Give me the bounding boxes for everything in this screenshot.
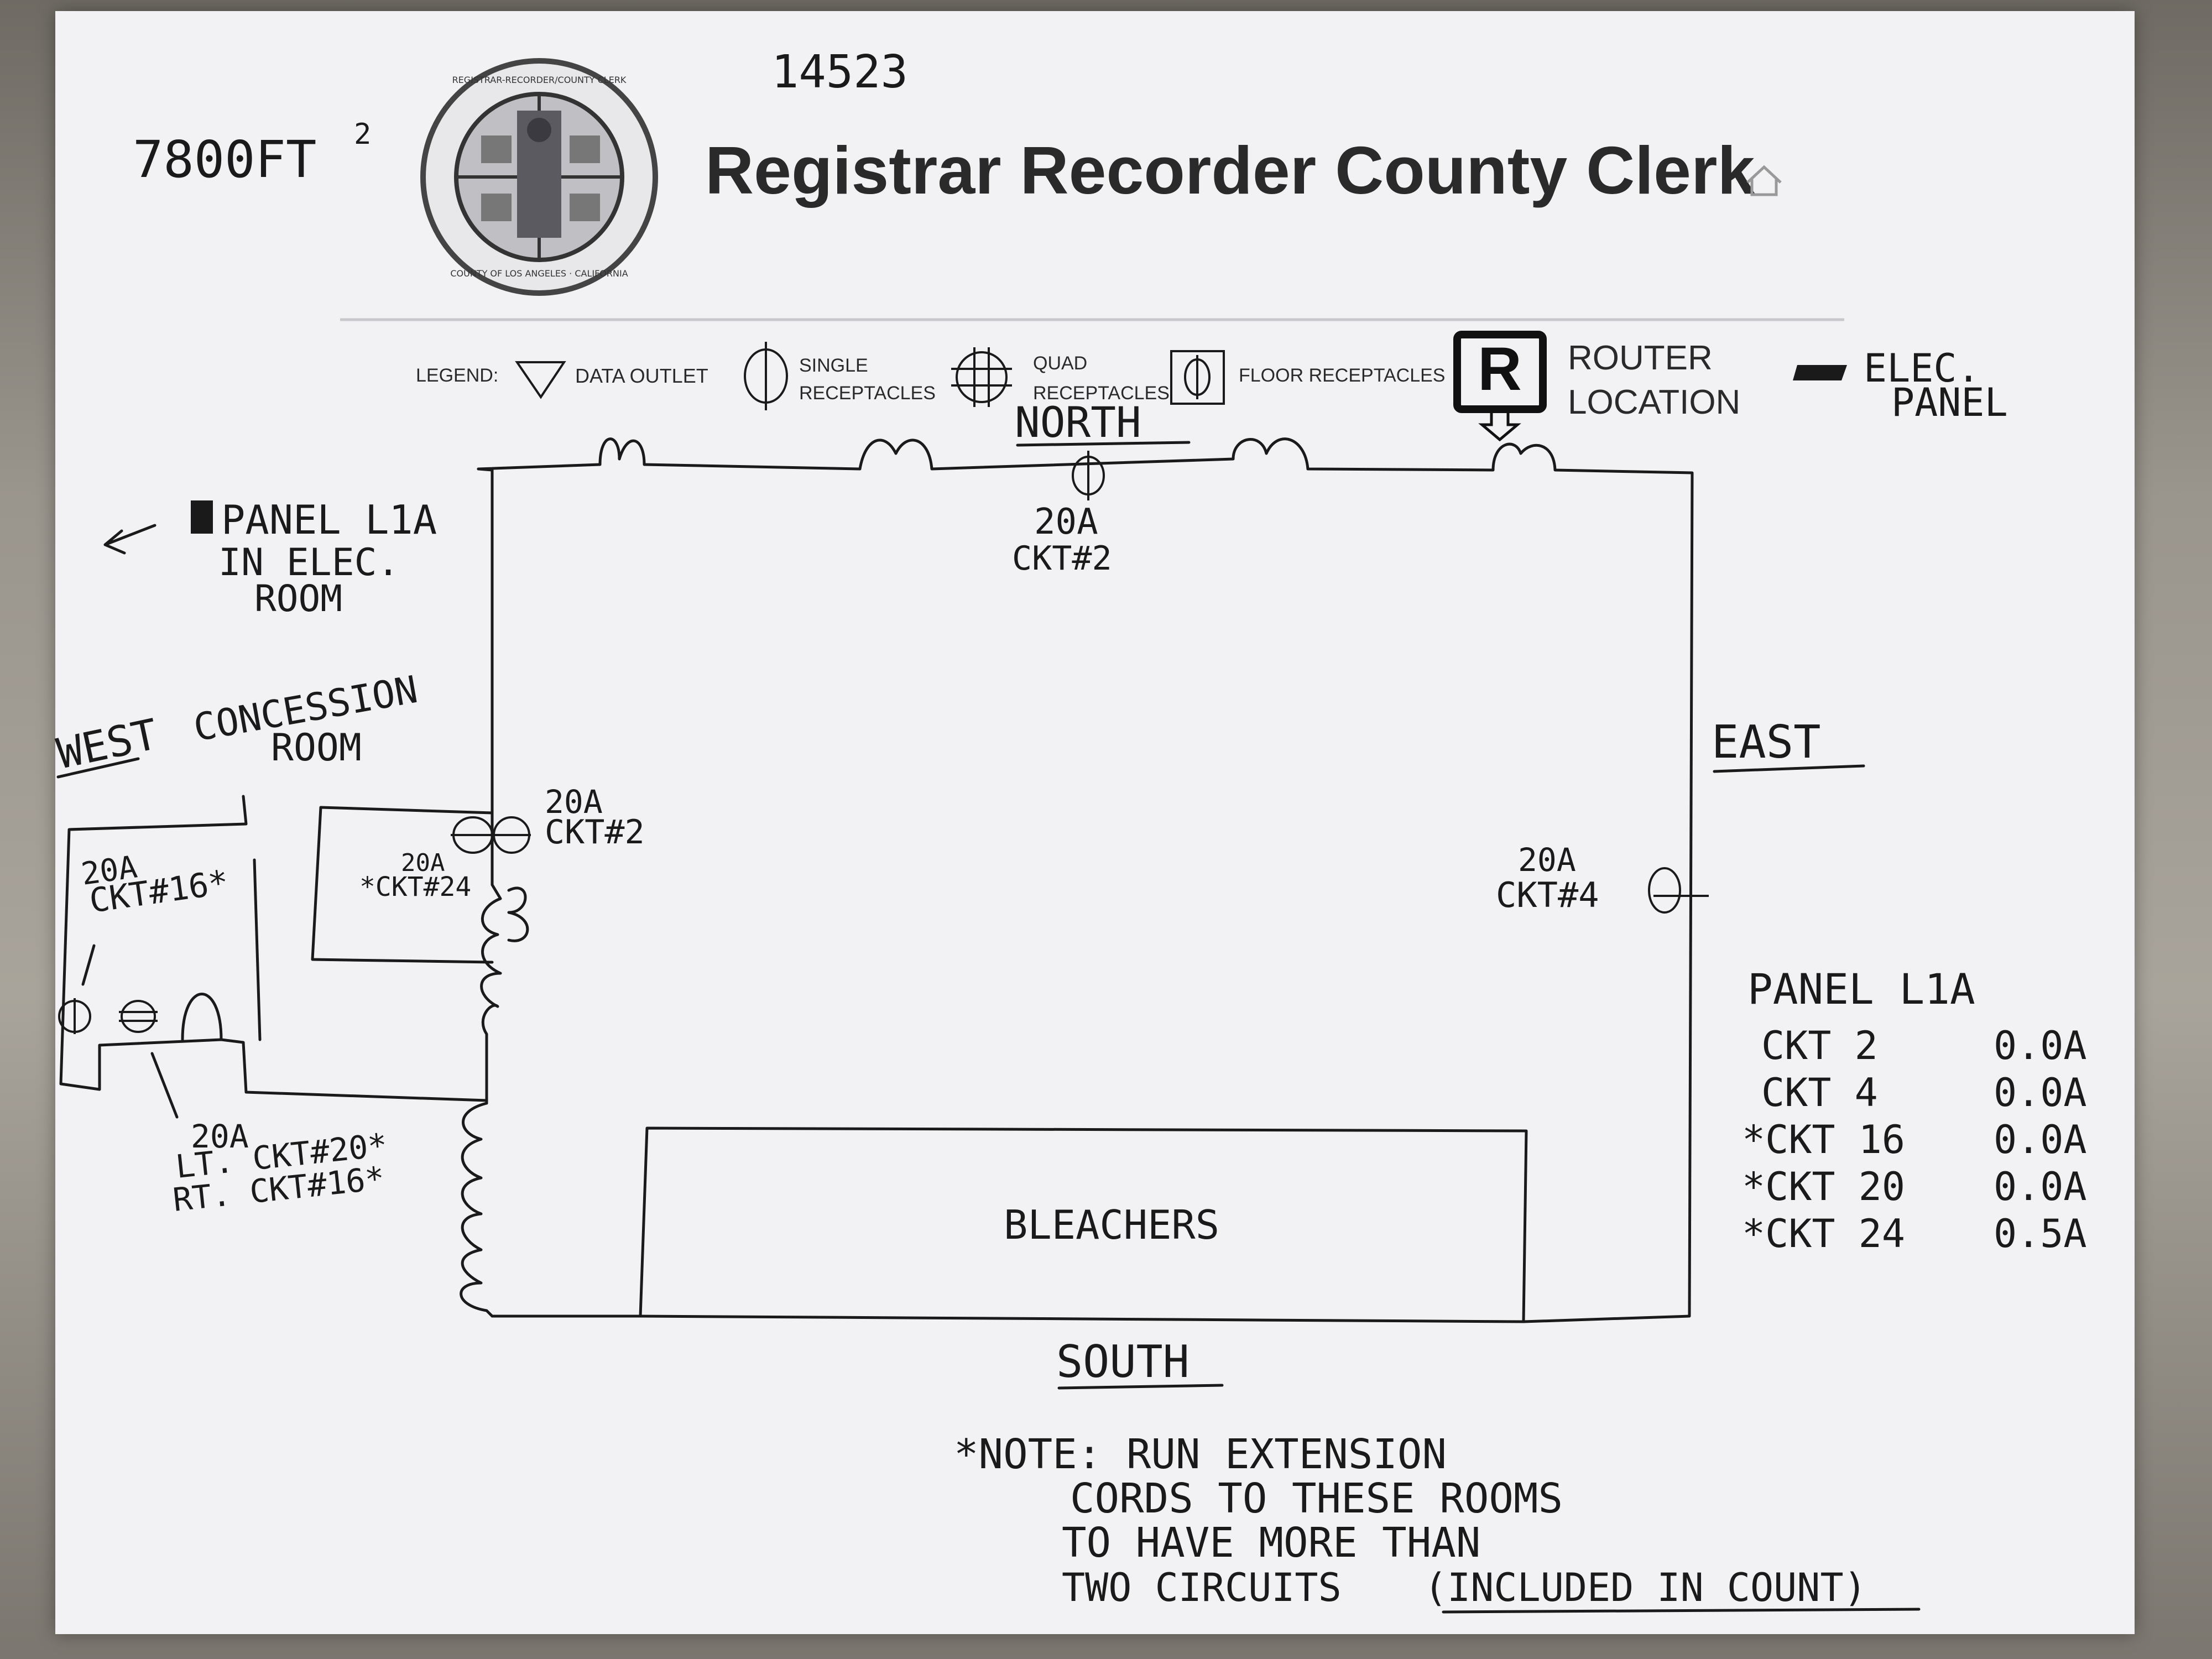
- panel-row-circuit: *CKT 16: [1742, 1117, 1905, 1162]
- east-ckt-label: CKT#4: [1496, 875, 1599, 915]
- job-number: 14523: [771, 46, 908, 98]
- legend-elec-1: ELEC.: [1864, 346, 1980, 391]
- concession-receptacle-left-icon: [58, 998, 91, 1034]
- legend-floor: FLOOR RECEPTACLES: [1239, 365, 1445, 386]
- north-amp-label: 20A: [1034, 502, 1098, 542]
- south-underline: [1057, 1384, 1224, 1390]
- concession-pointer: [81, 944, 96, 986]
- note-line-1: *NOTE: RUN EXTENSION: [954, 1431, 1447, 1478]
- west-amp-label: 20A: [545, 783, 603, 821]
- small-room-amp-label: 20A: [401, 849, 445, 877]
- west-label: WEST: [53, 709, 162, 778]
- seal-text-bottom: COUNTY OF LOS ANGELES · CALIFORNIA: [450, 268, 628, 279]
- concession-room-outline: [59, 795, 488, 1102]
- panel-row-amps: 0.0A: [1994, 1070, 2087, 1115]
- north-ckt-label: CKT#2: [1012, 539, 1112, 578]
- panel-note-2: IN ELEC.: [218, 541, 400, 585]
- area-exponent: 2: [354, 118, 371, 151]
- note-line-4b: (INCLUDED IN COUNT): [1424, 1565, 1867, 1610]
- east-amp-label: 20A: [1518, 841, 1576, 879]
- small-room-outline: [311, 806, 494, 964]
- legend-single-1: SINGLE: [799, 355, 868, 376]
- seal-text-top: REGISTRAR-RECORDER/COUNTY CLERK: [452, 75, 627, 85]
- legend-data-outlet: DATA OUTLET: [575, 364, 708, 387]
- north-single-receptacle-icon: [1072, 451, 1105, 500]
- legend-router-1: ROUTER: [1568, 339, 1713, 377]
- floor-receptacle-icon: [1170, 350, 1225, 405]
- east-single-receptacle-icon: [1648, 867, 1709, 914]
- router-icon: R: [1453, 331, 1547, 442]
- panel-row-amps: 0.0A: [1994, 1164, 2087, 1209]
- panel-location-note: PANEL L1A IN ELEC. ROOM: [103, 497, 437, 620]
- concession-amp-label: 20A: [79, 849, 139, 892]
- legend-router-2: LOCATION: [1568, 383, 1740, 421]
- paper-sheet: [55, 11, 2135, 1634]
- panel-row-circuit: *CKT 24: [1742, 1211, 1905, 1256]
- small-room-ckt-label: *CKT#24: [359, 872, 471, 902]
- legend-quad-2: RECEPTACLES: [1033, 383, 1170, 404]
- west-underline: [56, 757, 140, 779]
- east-label: EAST: [1712, 716, 1820, 769]
- panel-table-title: PANEL L1A: [1747, 964, 1975, 1014]
- single-receptacle-icon: [744, 342, 788, 410]
- concession-label-2: ROOM: [271, 726, 362, 770]
- panel-row-amps: 0.5A: [1994, 1211, 2087, 1256]
- south-label: SOUTH: [1056, 1336, 1190, 1387]
- east-underline: [1713, 764, 1865, 773]
- page-title: Registrar Recorder County Clerk: [705, 133, 1755, 208]
- bleachers-label: BLEACHERS: [1004, 1202, 1219, 1248]
- west-quad-receptacle-icon: [451, 816, 531, 854]
- panel-row-amps: 0.0A: [1994, 1117, 2087, 1162]
- concession-door: [181, 993, 223, 1041]
- home-icon: [1746, 165, 1782, 196]
- quad-receptacle-icon: [951, 347, 1012, 407]
- concession-receptacle-right-icon: [119, 1000, 158, 1033]
- note-line-3: TO HAVE MORE THAN: [1062, 1519, 1480, 1567]
- bottom-label-pointer: [150, 1052, 179, 1119]
- legend-elec-2: PANEL: [1891, 380, 2008, 425]
- west-ckt-label: CKT#2: [545, 813, 645, 852]
- area-label: 7800FT: [133, 130, 316, 189]
- north-label: NORTH: [1015, 398, 1141, 447]
- legend-quad-1: QUAD: [1033, 353, 1087, 374]
- panel-load-table: PANEL L1A CKT 2 0.0A CKT 4 0.0A *CKT 16 0.0A *…: [1742, 964, 2087, 1256]
- concession-inner-wall: [253, 858, 262, 1041]
- main-room-outline: [460, 437, 1694, 1323]
- panel-note-1: PANEL L1A: [221, 497, 437, 543]
- elec-panel-icon: [1793, 365, 1847, 380]
- panel-row-circuit: *CKT 20: [1742, 1164, 1905, 1209]
- note-line-2: CORDS TO THESE ROOMS: [1070, 1475, 1563, 1522]
- data-outlet-icon: [515, 361, 566, 399]
- panel-row-amps: 0.0A: [1994, 1023, 2087, 1068]
- extension-note: *NOTE: RUN EXTENSION CORDS TO THESE ROOM…: [954, 1431, 1921, 1614]
- legend-label: LEGEND:: [416, 365, 498, 386]
- bottom-amp-label: 20A: [191, 1118, 249, 1155]
- note-line-4a: TWO CIRCUITS: [1062, 1565, 1342, 1610]
- small-room-receptacle-icon: [507, 886, 529, 942]
- legend-single-2: RECEPTACLES: [799, 383, 936, 404]
- router-symbol: R: [1478, 335, 1521, 403]
- note-underline: [1442, 1608, 1921, 1614]
- county-seal-logo: REGISTRAR-RECORDER/COUNTY CLERK COUNTY O…: [420, 58, 658, 296]
- north-underline: [1016, 441, 1191, 447]
- panel-note-3: ROOM: [254, 577, 342, 620]
- panel-row-circuit: CKT 2: [1761, 1023, 1878, 1068]
- panel-row-circuit: CKT 4: [1761, 1070, 1878, 1115]
